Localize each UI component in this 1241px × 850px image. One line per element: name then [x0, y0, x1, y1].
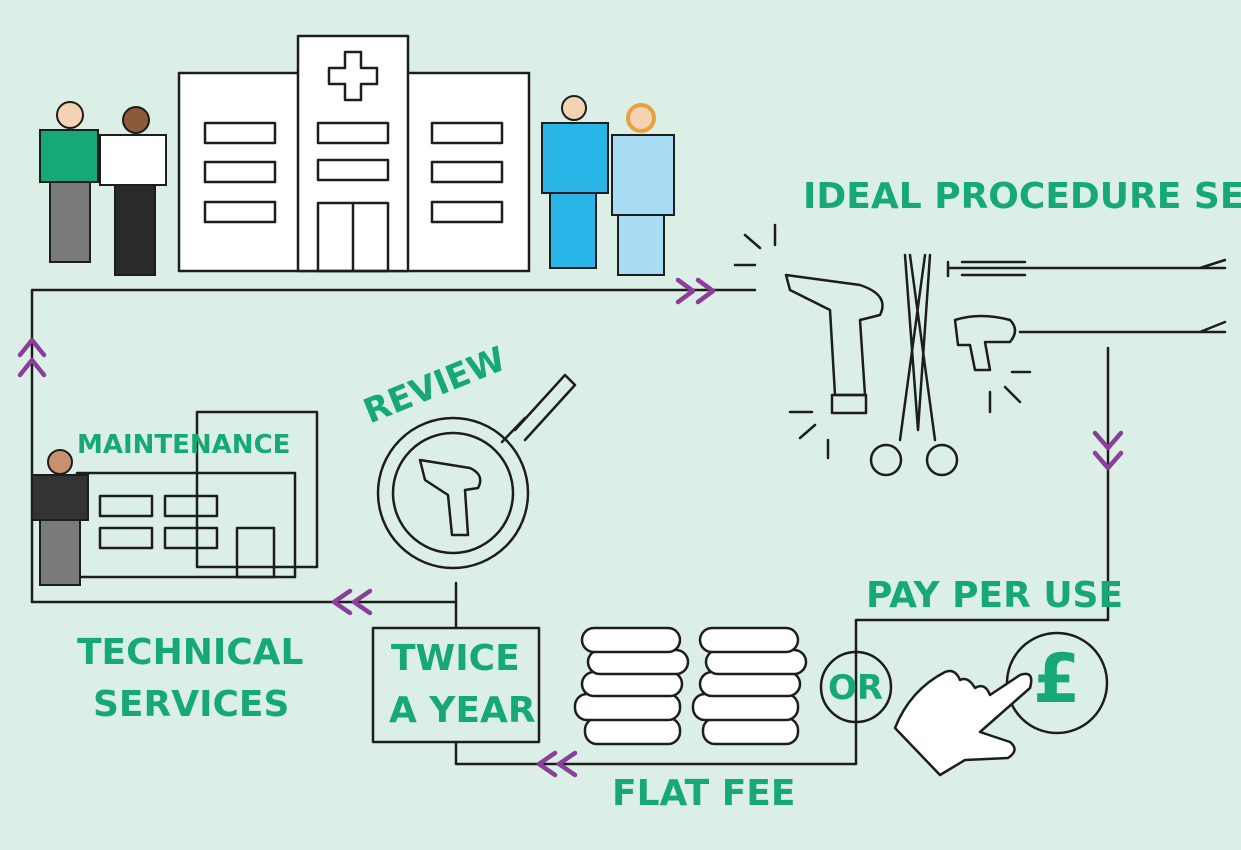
coin-stacks-illustration [573, 626, 808, 746]
review-magnifier-illustration [376, 373, 577, 570]
pointing-hand-icon [893, 669, 1033, 777]
arrow-down-icon [1092, 430, 1124, 471]
a-year-label: A YEAR [389, 690, 536, 731]
maintenance-label: MAINTENANCE [77, 430, 291, 460]
twice-label: TWICE [391, 638, 520, 679]
hospital-illustration [177, 34, 531, 273]
technical-label: TECHNICAL [77, 632, 304, 673]
arrow-up-icon [17, 337, 47, 378]
instruments-illustration [733, 223, 1227, 477]
maintenance-illustration [31, 410, 319, 586]
or-label: OR [828, 668, 884, 708]
ideal-procedure-set-label: IDEAL PROCEDURE SET [803, 176, 1241, 217]
arrow-right-icon [675, 277, 716, 305]
twice-a-year-box [371, 626, 541, 744]
flat-fee-label: FLAT FEE [612, 773, 796, 814]
pound-symbol: £ [1033, 640, 1081, 719]
services-label: SERVICES [93, 684, 290, 725]
or-circle [819, 650, 893, 724]
pay-per-use-label: PAY PER USE [866, 575, 1124, 616]
arrow-left-icon [331, 588, 578, 778]
staff-people-illustration [39, 95, 675, 276]
